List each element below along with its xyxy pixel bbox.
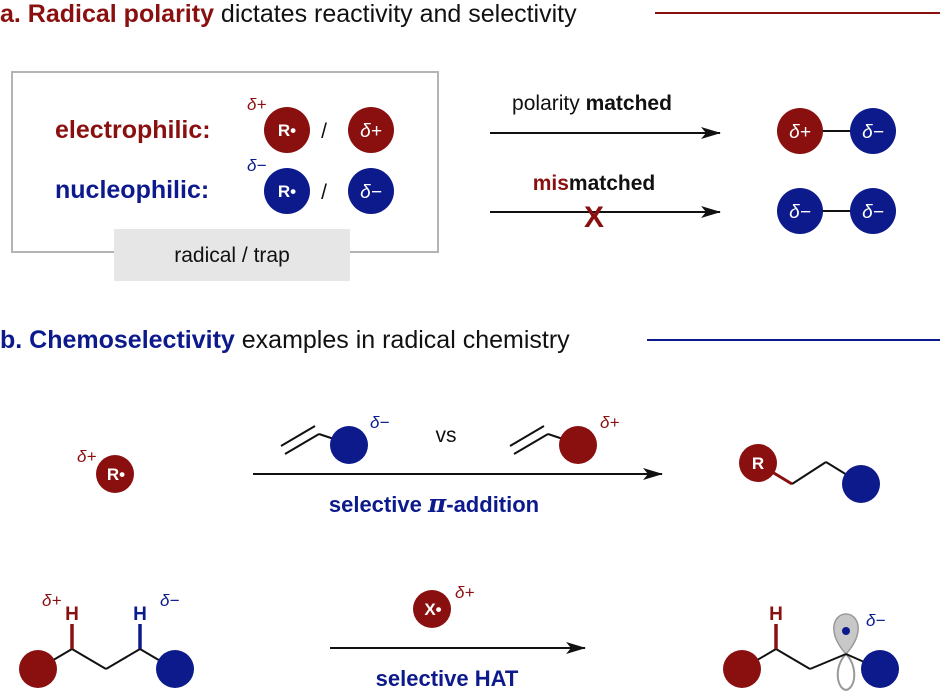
electrophilic-slash: / <box>321 120 327 143</box>
radical-electron-dot <box>842 627 850 635</box>
addition-label-suffix: -addition <box>446 492 539 517</box>
hat-product-left-ball <box>723 650 761 688</box>
addition-radical-ball: R• <box>96 455 134 493</box>
alkene-electrophilic-delta: δ+ <box>600 413 619 432</box>
hat-product-delta-minus: δ− <box>866 611 885 630</box>
nucleophilic-label: nucleophilic: <box>55 176 209 204</box>
nucleophilic-trap-ball: δ− <box>348 168 394 214</box>
alkene-electrophilic <box>509 425 597 464</box>
mismatched-product-right-delta: δ− <box>862 202 884 223</box>
mismatched-product: δ− δ− <box>777 188 896 234</box>
nucleophilic-slash: / <box>321 181 327 204</box>
substrate-delta-plus: δ+ <box>42 591 61 610</box>
matched-product-minus-ball <box>850 108 896 154</box>
section-a-title: a. Radical polarity dictates reactivity … <box>0 0 577 28</box>
electrophilic-trap-ball: δ+ <box>348 107 394 153</box>
matched-label-bold: matched <box>586 92 672 115</box>
p-orbital-bottom-lobe <box>836 652 856 692</box>
section-a-highlight: Radical polarity <box>28 0 214 28</box>
nucleophilic-trap-delta: δ− <box>360 182 382 203</box>
hat-product <box>723 613 899 692</box>
electrophilic-radical-ball: R• <box>264 107 310 153</box>
matched-label-normal: polarity <box>512 92 586 115</box>
hat-reagent-symbol: X• <box>424 600 441 619</box>
addition-product: R <box>739 444 880 503</box>
addition-radical-symbol: R• <box>107 465 125 484</box>
section-b-highlight: Chemoselectivity <box>29 326 235 354</box>
alkene-nucleophilic-ball <box>330 426 368 464</box>
hat-product-right-ball <box>861 650 899 688</box>
radical-trap-box <box>11 71 439 253</box>
hat-label: selective HAT <box>376 666 519 691</box>
hat-reagent-ball: X• <box>413 590 451 628</box>
addition-label-pi: π <box>427 489 447 518</box>
matched-product-plus-delta: δ+ <box>789 122 811 143</box>
box-caption: radical / trap <box>174 244 290 267</box>
addition-label-prefix: selective <box>329 492 428 517</box>
section-b-prefix: b. <box>0 326 29 354</box>
alkene-nucleophilic-delta: δ− <box>370 413 389 432</box>
substrate-left-ball <box>19 650 57 688</box>
nucleophilic-delta-label: δ− <box>247 156 266 175</box>
mismatched-product-left-ball <box>777 188 823 234</box>
mismatched-label-rest: matched <box>569 172 655 195</box>
alkene-nucleophilic <box>280 425 368 464</box>
box-caption-bg <box>114 229 350 281</box>
mismatched-product-right-ball <box>850 188 896 234</box>
alkene-electrophilic-ball <box>559 426 597 464</box>
electrophilic-delta-label: δ+ <box>247 95 266 114</box>
hat-product-h: H <box>769 604 783 625</box>
electrophilic-label: electrophilic: <box>55 116 211 144</box>
matched-label: polarity matched <box>512 92 672 115</box>
section-a-rest: dictates reactivity and selectivity <box>214 0 577 28</box>
nucleophilic-radical-symbol: R• <box>278 182 296 201</box>
substrate-right-ball <box>156 650 194 688</box>
mismatched-label-prefix: mis <box>533 172 569 195</box>
product-radical-ball <box>739 444 777 482</box>
nucleophilic-radical-ball: R• <box>264 168 310 214</box>
product-label: R <box>752 454 764 473</box>
section-b-title: b. Chemoselectivity examples in radical … <box>0 326 570 354</box>
blocked-mark: X <box>584 201 604 234</box>
electrophilic-radical-symbol: R• <box>278 121 296 140</box>
matched-product-minus-delta: δ− <box>862 122 884 143</box>
vs-label: vs <box>436 424 457 447</box>
hat-reagent-delta: δ+ <box>455 583 474 602</box>
mismatched-product-left-delta: δ− <box>789 202 811 223</box>
hat-substrate <box>19 624 194 688</box>
mismatched-label: mismatched <box>533 172 656 195</box>
section-a-prefix: a. <box>0 0 28 28</box>
electrophilic-trap-delta: δ+ <box>360 121 382 142</box>
matched-product-plus-ball <box>777 108 823 154</box>
addition-delta-label: δ+ <box>77 447 96 466</box>
substrate-h-electrophilic: H <box>65 604 79 625</box>
product-nucleophile-ball <box>842 465 880 503</box>
matched-product: δ+ δ− <box>777 108 896 154</box>
addition-label: selective π-addition <box>329 489 539 518</box>
section-b-rest: examples in radical chemistry <box>235 326 570 354</box>
substrate-delta-minus: δ− <box>160 591 179 610</box>
substrate-h-nucleophilic: H <box>133 604 147 625</box>
